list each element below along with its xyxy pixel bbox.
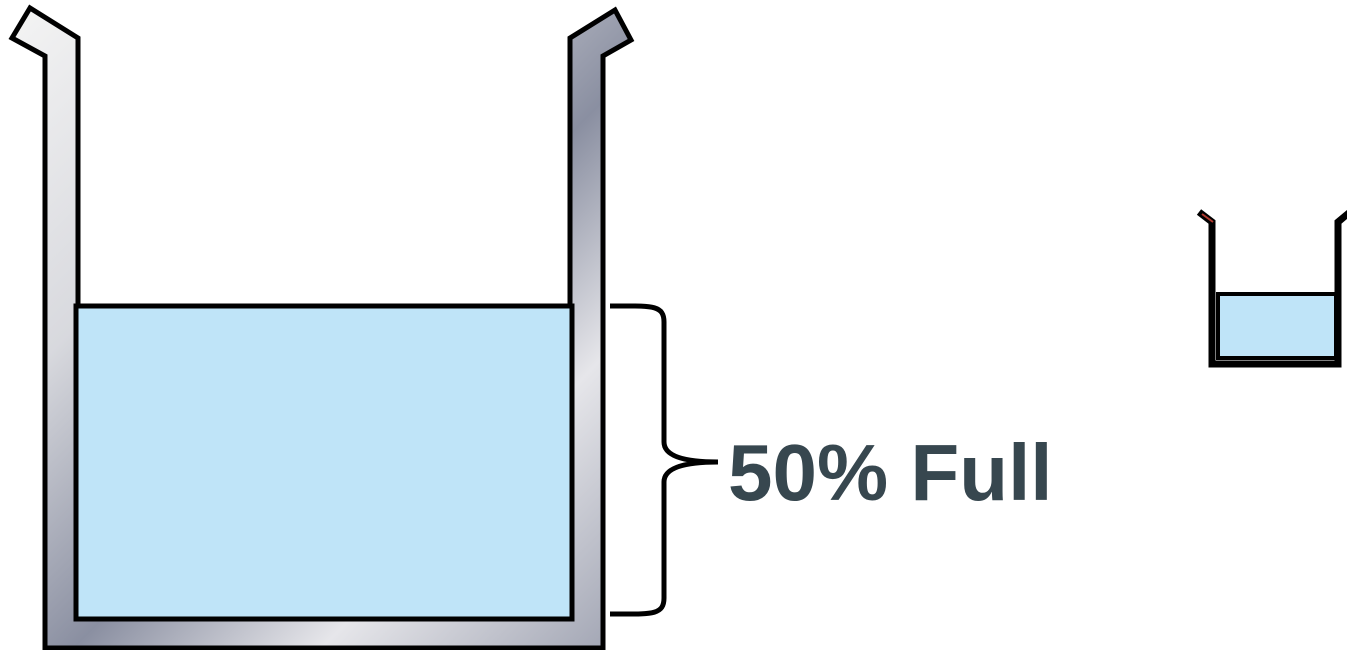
- large-container: [12, 8, 631, 648]
- small-container: [1199, 212, 1347, 364]
- fill-level-brace: [610, 306, 718, 614]
- large-container-liquid: [76, 306, 572, 619]
- small-container-liquid: [1218, 294, 1336, 358]
- fill-label: 50% Full: [728, 428, 1053, 517]
